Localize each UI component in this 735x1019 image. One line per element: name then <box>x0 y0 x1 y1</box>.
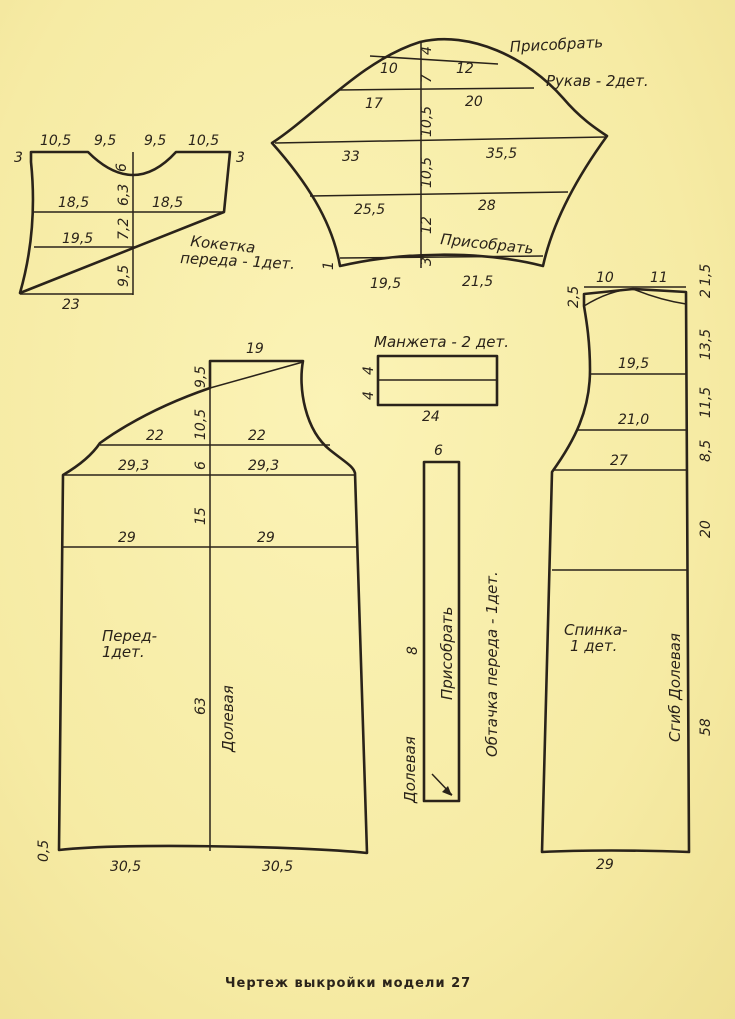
sleeve-dim: 21,5 <box>462 274 493 290</box>
front-yoke-piece: 10,5 9,5 9,5 10,5 3 3 6 6,3 7,2 9,5 18,5… <box>14 133 296 313</box>
sleeve-dim: 33 <box>342 149 360 165</box>
front-dim: 9,5 <box>193 366 209 388</box>
back-dim: 11,5 <box>698 387 714 418</box>
sleeve-dim: 12 <box>419 216 435 234</box>
front-dim: 19 <box>246 341 264 357</box>
front-dim: 22 <box>146 428 164 444</box>
sleeve-dim: 7 <box>419 74 435 83</box>
front-dim: 30,5 <box>110 859 141 875</box>
front-dim: 0,5 <box>36 840 52 862</box>
grain-arrowhead-icon <box>442 786 452 796</box>
sleeve-dim: 10,5 <box>419 157 435 188</box>
sleeve-dim: 10 <box>380 61 398 77</box>
back-dim: 13,5 <box>698 329 714 360</box>
front-title: 1дет. <box>102 643 145 661</box>
back-dim: 19,5 <box>618 356 649 372</box>
back-dim: 58 <box>698 718 714 736</box>
yoke-dim: 18,5 <box>58 195 89 211</box>
yoke-dim: 6,3 <box>116 184 132 206</box>
sleeve-title: Рукав - 2дет. <box>546 72 649 90</box>
sleeve-line-1 <box>369 55 499 65</box>
facing-outline <box>422 460 461 803</box>
sleeve-dim: 3 <box>419 257 435 266</box>
back-dim: 1,5 <box>698 264 714 286</box>
yoke-dim: 10,5 <box>40 133 71 149</box>
back-dim: 20 <box>698 520 714 538</box>
yoke-dim: 18,5 <box>152 195 183 211</box>
front-neck-line <box>209 361 304 389</box>
facing-title: Обтачка переда - 1дет. <box>483 571 501 757</box>
facing-gather-note: Присобрать <box>438 606 456 700</box>
sleeve-dim: 20 <box>465 94 483 110</box>
back-title: 1 дет. <box>570 637 617 655</box>
yoke-dim: 23 <box>62 297 80 313</box>
sleeve-line-4 <box>309 191 569 197</box>
back-dim: 10 <box>596 270 614 286</box>
sleeve-dim: 12 <box>456 61 474 77</box>
front-dim: 22 <box>248 428 266 444</box>
yoke-dim: 9,5 <box>144 133 166 149</box>
front-dim: 29 <box>257 530 275 546</box>
sleeve-line-2 <box>337 87 535 91</box>
back-dim: 2,5 <box>566 286 582 308</box>
yoke-dim: 9,5 <box>94 133 116 149</box>
sleeve-gather-note: Присобрать <box>509 33 603 56</box>
yoke-title: переда - 1дет. <box>180 249 296 273</box>
yoke-dim: 19,5 <box>62 231 93 247</box>
yoke-dim: 10,5 <box>188 133 219 149</box>
back-neck-line <box>583 288 687 307</box>
yoke-dim: 3 <box>236 150 245 166</box>
facing-dim: 8 <box>405 646 421 655</box>
cuff-piece: Манжета - 2 дет. 4 4 24 <box>361 333 509 425</box>
sleeve-dim: 1 <box>321 261 337 270</box>
front-dim: 6 <box>193 461 209 470</box>
yoke-dim: 9,5 <box>116 265 132 287</box>
cuff-dim: 24 <box>422 409 440 425</box>
front-grain-label: Долевая <box>219 685 237 753</box>
back-dim: 27 <box>610 453 628 469</box>
sleeve-dim: 17 <box>365 96 383 112</box>
back-dim: 11 <box>650 270 668 286</box>
cuff-title: Манжета - 2 дет. <box>374 333 509 351</box>
yoke-dim: 3 <box>14 150 23 166</box>
front-title: Перед- <box>102 627 157 645</box>
cuff-dim: 4 <box>361 391 377 400</box>
front-facing-piece: 6 8 Присобрать Обтачка переда - 1дет. До… <box>401 443 501 804</box>
figure-caption: Чертеж выкройки модели 27 <box>225 976 471 991</box>
front-dim: 29,3 <box>118 458 149 474</box>
front-dim: 30,5 <box>262 859 293 875</box>
back-title: Спинка- <box>564 621 628 639</box>
sleeve-piece: 4 7 10,5 10,5 12 3 10 12 17 20 33 35,5 2… <box>270 33 649 292</box>
front-dim: 29,3 <box>248 458 279 474</box>
sleeve-line-5 <box>339 255 544 259</box>
yoke-dim: 6 <box>114 163 130 172</box>
back-dim: 8,5 <box>698 440 714 462</box>
back-outline <box>540 287 691 854</box>
sleeve-outline <box>270 37 609 268</box>
back-dim: 29 <box>596 857 614 873</box>
facing-dim: 6 <box>434 443 443 459</box>
front-dim: 29 <box>118 530 136 546</box>
sleeve-dim: 4 <box>419 46 435 55</box>
cuff-dim: 4 <box>361 366 377 375</box>
front-dim: 15 <box>193 507 209 525</box>
sleeve-dim: 19,5 <box>370 276 401 292</box>
front-outline <box>57 359 369 855</box>
sleeve-dim: 25,5 <box>354 202 385 218</box>
front-dim: 63 <box>193 697 209 715</box>
sleeve-dim: 10,5 <box>419 106 435 137</box>
front-piece: 19 9,5 10,5 6 15 63 22 22 29,3 29,3 29 2… <box>36 341 369 875</box>
yoke-dim: 7,2 <box>116 218 132 240</box>
facing-grain-label: Долевая <box>401 736 419 804</box>
back-dim: 2 <box>698 289 714 298</box>
sleeve-line-3 <box>274 136 607 144</box>
back-fold-label: Сгиб Долевая <box>666 633 684 742</box>
back-dim: 21,0 <box>618 412 649 428</box>
sleeve-dim: 35,5 <box>486 146 517 162</box>
front-dim: 10,5 <box>193 409 209 440</box>
sleeve-dim: 28 <box>478 198 496 214</box>
back-piece: 10 11 2,5 2 1,5 13,5 11,5 8,5 20 58 19,5… <box>540 264 714 873</box>
